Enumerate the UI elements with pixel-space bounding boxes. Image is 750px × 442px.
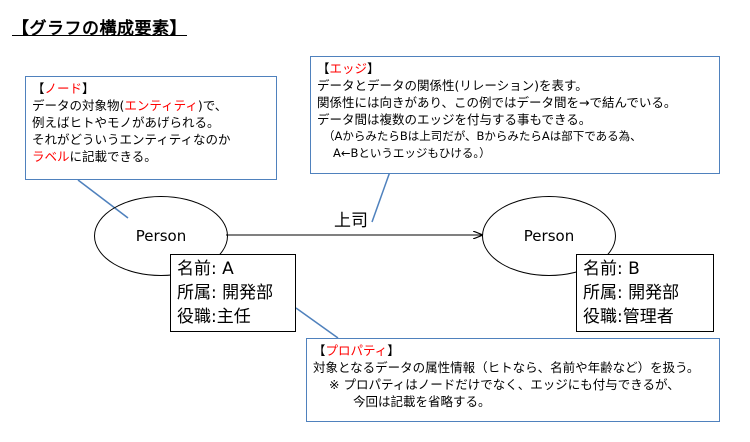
label-term: ラベル	[32, 149, 70, 164]
edge-callout-pointer	[371, 165, 393, 223]
edge-callout: 【エッジ】 データとデータの関係性(リレーション)を表す。 関係性には向きがあり…	[310, 56, 720, 174]
property-callout-line: ※ プロパティはノードだけでなく、エッジにも付与できるが、	[329, 377, 680, 392]
edge-term: エッジ	[329, 61, 368, 76]
property-callout-line: 対象となるデータの属性情報（ヒトなら、名前や年齢など）を扱う。	[313, 360, 700, 375]
node-a-properties: 名前: A 所属: 開発部 役職:主任	[170, 254, 296, 332]
property-line: 名前: A	[177, 259, 234, 279]
node-callout-heading: 【ノード】	[32, 81, 95, 96]
node-b-properties: 名前: B 所属: 開発部 役職:管理者	[576, 254, 714, 332]
node-a-label: Person	[135, 227, 187, 245]
node-callout-line: 例えばヒトやモノがあげられる。	[32, 115, 220, 130]
node-b-ellipse: Person	[482, 196, 616, 276]
node-callout-line: データの対象物(エンティティ)で、	[32, 98, 228, 113]
property-callout-line: 今回は記載を省略する。	[353, 394, 491, 409]
property-line: 役職:主任	[177, 307, 251, 327]
property-callout-heading: 【プロパティ】	[313, 343, 400, 358]
node-callout-line: それがどういうエンティティなのか	[32, 132, 231, 147]
page-title: 【グラフの構成要素】	[12, 19, 187, 39]
node-term: ノード	[44, 81, 83, 96]
entity-term: エンティティ	[124, 98, 198, 113]
edge-callout-heading: 【エッジ】	[317, 61, 380, 76]
edge-callout-line: データとデータの関係性(リレーション)を表す。	[317, 78, 588, 93]
edge-callout-line: A←Bというエッジもひける。）	[333, 146, 491, 160]
property-callout: 【プロパティ】 対象となるデータの属性情報（ヒトなら、名前や年齢など）を扱う。 …	[306, 338, 720, 422]
property-line: 役職:管理者	[583, 307, 674, 327]
edge-label: 上司	[334, 211, 368, 231]
node-callout: 【ノード】 データの対象物(エンティティ)で、 例えばヒトやモノがあげられる。 …	[25, 76, 277, 180]
property-line: 所属: 開発部	[177, 283, 274, 303]
property-callout-pointer	[295, 307, 339, 339]
node-a-ellipse: Person	[94, 196, 228, 276]
node-b-label: Person	[523, 227, 575, 245]
edge-callout-line: 関係性には向きがあり、この例ではデータ間を→で結んでいる。	[317, 95, 677, 110]
node-callout-line: ラベルに記載できる。	[32, 149, 157, 164]
edge-callout-line: データ間は複数のエッジを付与する事もできる。	[317, 112, 592, 127]
edge-callout-line: （AからみたらBは上司だが、BからみたらAは部下である為、	[323, 129, 642, 143]
property-term: プロパティ	[325, 343, 388, 358]
property-line: 所属: 開発部	[583, 283, 680, 303]
property-line: 名前: B	[583, 259, 640, 279]
